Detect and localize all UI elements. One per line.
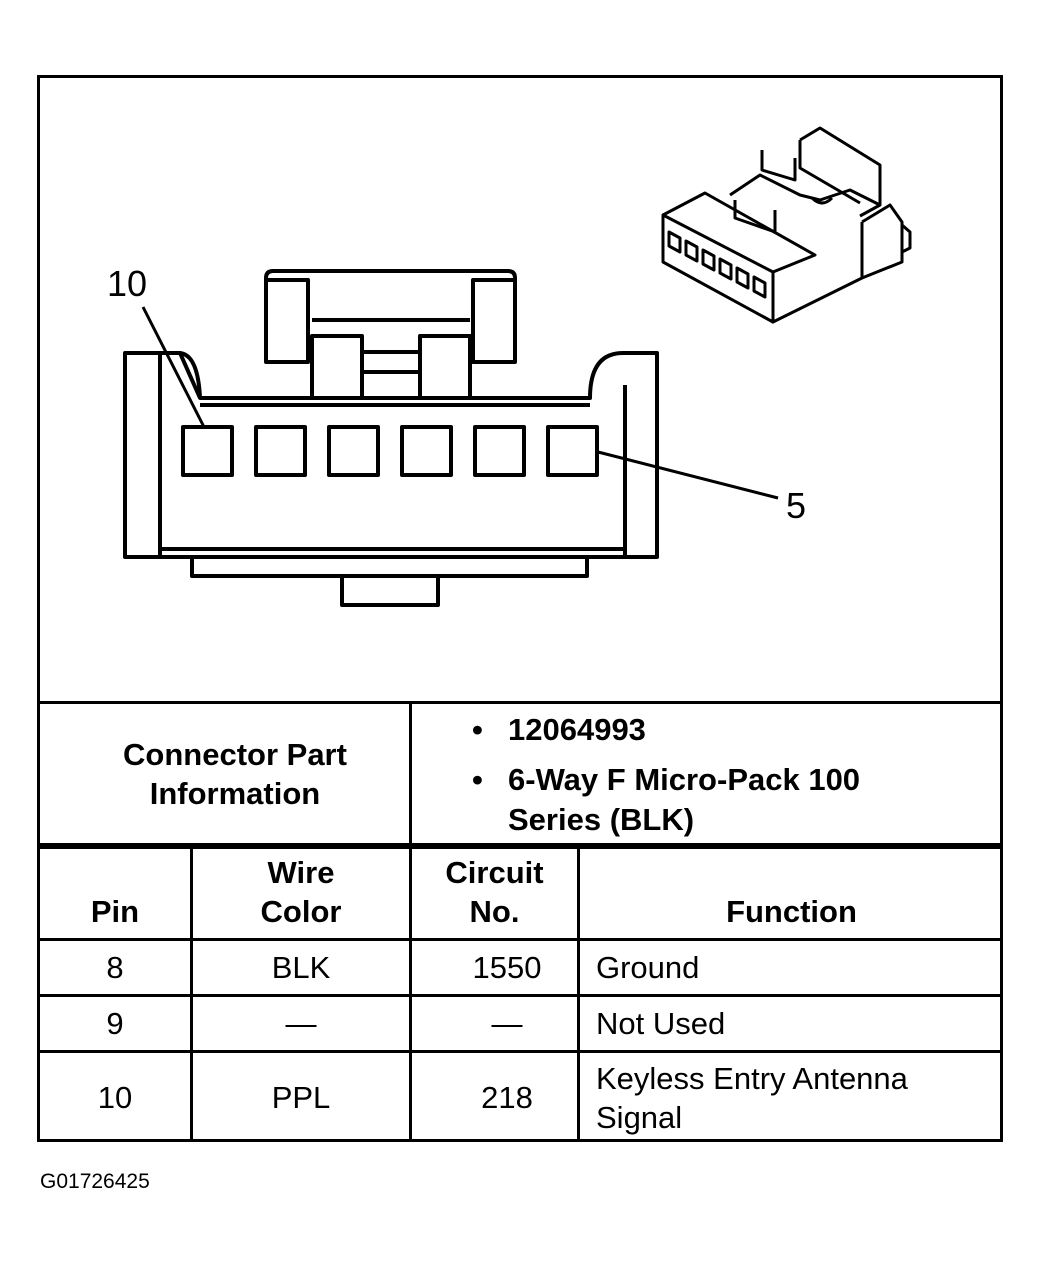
table-divider [577,846,580,1142]
callout-line-5 [597,450,779,500]
cell-pin: 8 [106,950,124,985]
iso-pin-cavity [701,248,716,272]
callout-line-10 [141,306,206,428]
header-circuit-no: Circuit No. [445,855,544,929]
pin-callout-5: 5 [786,485,806,526]
cell-wire-color: BLK [271,950,331,985]
pin-cavity [546,425,599,477]
table-line [37,994,1003,997]
table-top-line [37,701,1003,704]
connector-info-item: •12064993 [472,712,646,747]
iso-pin-cavity [718,257,733,281]
pin-callout-10: 10 [107,263,147,304]
table-line [37,1050,1003,1053]
pin-cavity [400,425,453,477]
connector-info-item: •6-Way F Micro-Pack 100 Series (BLK) [472,762,861,837]
connector-diagram: 10 5 [107,126,912,607]
iso-pin-cavity [667,230,682,254]
cell-pin: 10 [97,1080,133,1115]
table-divider [409,701,412,846]
cell-wire-color: — [285,1006,317,1041]
connector-info-label: Connector Part Information [123,736,347,811]
cell-wire-color: PPL [271,1080,331,1115]
cell-pin: 9 [106,1006,124,1041]
latch-cap [471,278,517,364]
iso-pin-cavity [735,266,750,290]
cell-circuit-no: 218 [481,1080,533,1115]
pin-cavity [327,425,380,477]
latch-cap [264,278,310,364]
cell-function: Ground [596,950,700,985]
connector-info-list: •12064993 •6-Way F Micro-Pack 100 Series… [470,710,1000,840]
connector-latch [264,269,517,362]
pin-cavity [254,425,307,477]
figure-frame [37,75,1003,1142]
table-divider [409,846,412,1142]
iso-pin-cavity [684,239,699,263]
header-pin: Pin [90,894,140,929]
figure-id: G01726425 [40,1170,150,1193]
connector-iso-view [661,126,912,324]
cell-circuit-no: 1550 [472,950,542,985]
table-line [37,846,1003,849]
latch-post [310,334,364,400]
iso-pin-cavity [752,275,767,299]
latch-post [418,334,472,400]
connector-base-step [190,557,589,578]
connector-housing [123,351,659,559]
connector-bottom-tab [340,576,440,607]
cell-function: Keyless Entry Antenna Signal [596,1060,908,1135]
pin-cavities [181,425,599,477]
header-wire-color: Wire Color [260,855,342,929]
table-divider [190,846,193,1142]
table-line [37,938,1003,941]
table-line [37,843,1003,846]
pin-cavity [181,425,234,477]
header-function: Function [726,894,857,929]
cell-circuit-no: — [491,1006,523,1041]
cell-function: Not Used [596,1006,726,1041]
pin-cavity [473,425,526,477]
